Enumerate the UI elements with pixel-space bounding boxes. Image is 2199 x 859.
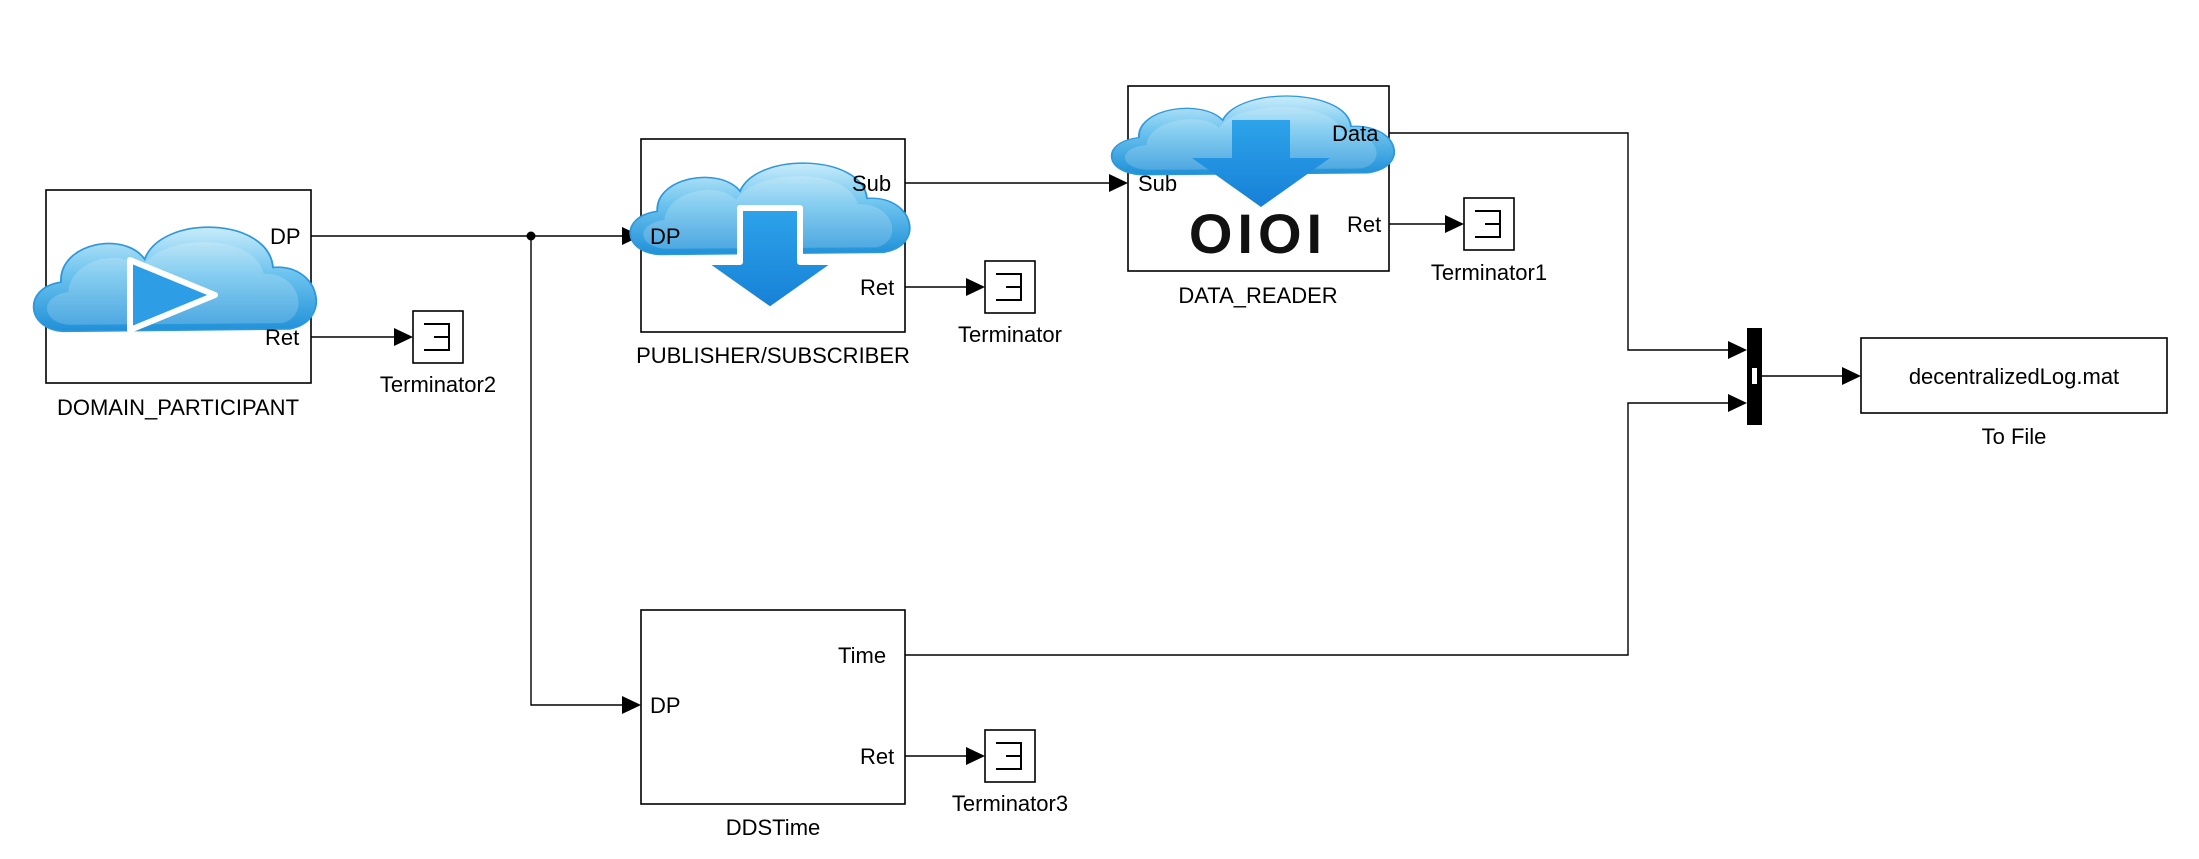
port-label-ret: Ret <box>860 275 894 300</box>
port-label-sub: Sub <box>1138 171 1177 196</box>
port-label-dp: DP <box>650 693 681 718</box>
port-label-dp: DP <box>270 224 301 249</box>
wire-time[interactable] <box>905 402 1728 656</box>
port-label-time: Time <box>838 643 886 668</box>
terminator-icon <box>424 323 450 351</box>
arrowhead <box>1728 394 1747 412</box>
arrowhead <box>966 747 985 765</box>
terminator-3[interactable]: Terminator3 <box>952 729 1068 816</box>
signal-lines <box>311 132 1861 765</box>
block-name: PUBLISHER/SUBSCRIBER <box>636 343 910 368</box>
port-label-ret: Ret <box>265 325 299 350</box>
arrowhead <box>394 328 413 346</box>
terminator-2[interactable]: Terminator2 <box>380 310 496 397</box>
mux-block[interactable] <box>1747 328 1762 425</box>
file-name-label: decentralizedLog.mat <box>1909 364 2119 389</box>
wire-dp-branch[interactable] <box>530 236 622 706</box>
block-name: Terminator1 <box>1431 260 1547 285</box>
port-label-sub: Sub <box>852 171 891 196</box>
block-name: To File <box>1982 424 2047 449</box>
port-label-ret: Ret <box>860 744 894 769</box>
block-ddstime[interactable]: DP Time Ret DDSTime <box>640 609 906 840</box>
terminator-icon <box>996 742 1022 770</box>
block-data-reader[interactable]: OIOI Sub Data Ret DATA_READER <box>1110 85 1396 308</box>
block-publisher-subscriber[interactable]: DP Sub Ret PUBLISHER/SUBSCRIBER <box>629 138 911 368</box>
arrowhead <box>1109 174 1128 192</box>
port-label-data: Data <box>1332 121 1379 146</box>
block-frame <box>1860 337 2168 414</box>
block-domain-participant[interactable]: DP Ret DOMAIN_PARTICIPANT <box>32 189 318 420</box>
wire-data[interactable] <box>1389 132 1728 351</box>
block-name: DOMAIN_PARTICIPANT <box>57 395 299 420</box>
block-name: DATA_READER <box>1178 283 1337 308</box>
terminator-1[interactable]: Terminator1 <box>1431 197 1547 285</box>
block-name: Terminator3 <box>952 791 1068 816</box>
download-arrow-icon <box>1192 120 1330 207</box>
terminator-icon <box>996 273 1022 301</box>
arrowhead <box>1445 215 1464 233</box>
download-arrow-icon <box>699 205 841 313</box>
block-name: Terminator2 <box>380 372 496 397</box>
block-name: Terminator <box>958 322 1062 347</box>
arrowhead <box>622 696 641 714</box>
port-label-ret: Ret <box>1347 212 1381 237</box>
arrowhead <box>1842 367 1861 385</box>
play-icon <box>127 257 218 333</box>
block-to-file[interactable]: decentralizedLog.mat To File <box>1860 337 2168 449</box>
block-name: DDSTime <box>726 815 821 840</box>
arrowhead <box>1728 341 1747 359</box>
terminator[interactable]: Terminator <box>958 260 1062 347</box>
mux-port-mark <box>1752 368 1757 384</box>
block-frame <box>640 609 906 805</box>
binary-icon-text: OIOI <box>1189 202 1327 265</box>
arrowhead <box>966 278 985 296</box>
port-label-dp: DP <box>650 224 681 249</box>
terminator-icon <box>1475 210 1501 238</box>
branch-point <box>526 231 536 241</box>
